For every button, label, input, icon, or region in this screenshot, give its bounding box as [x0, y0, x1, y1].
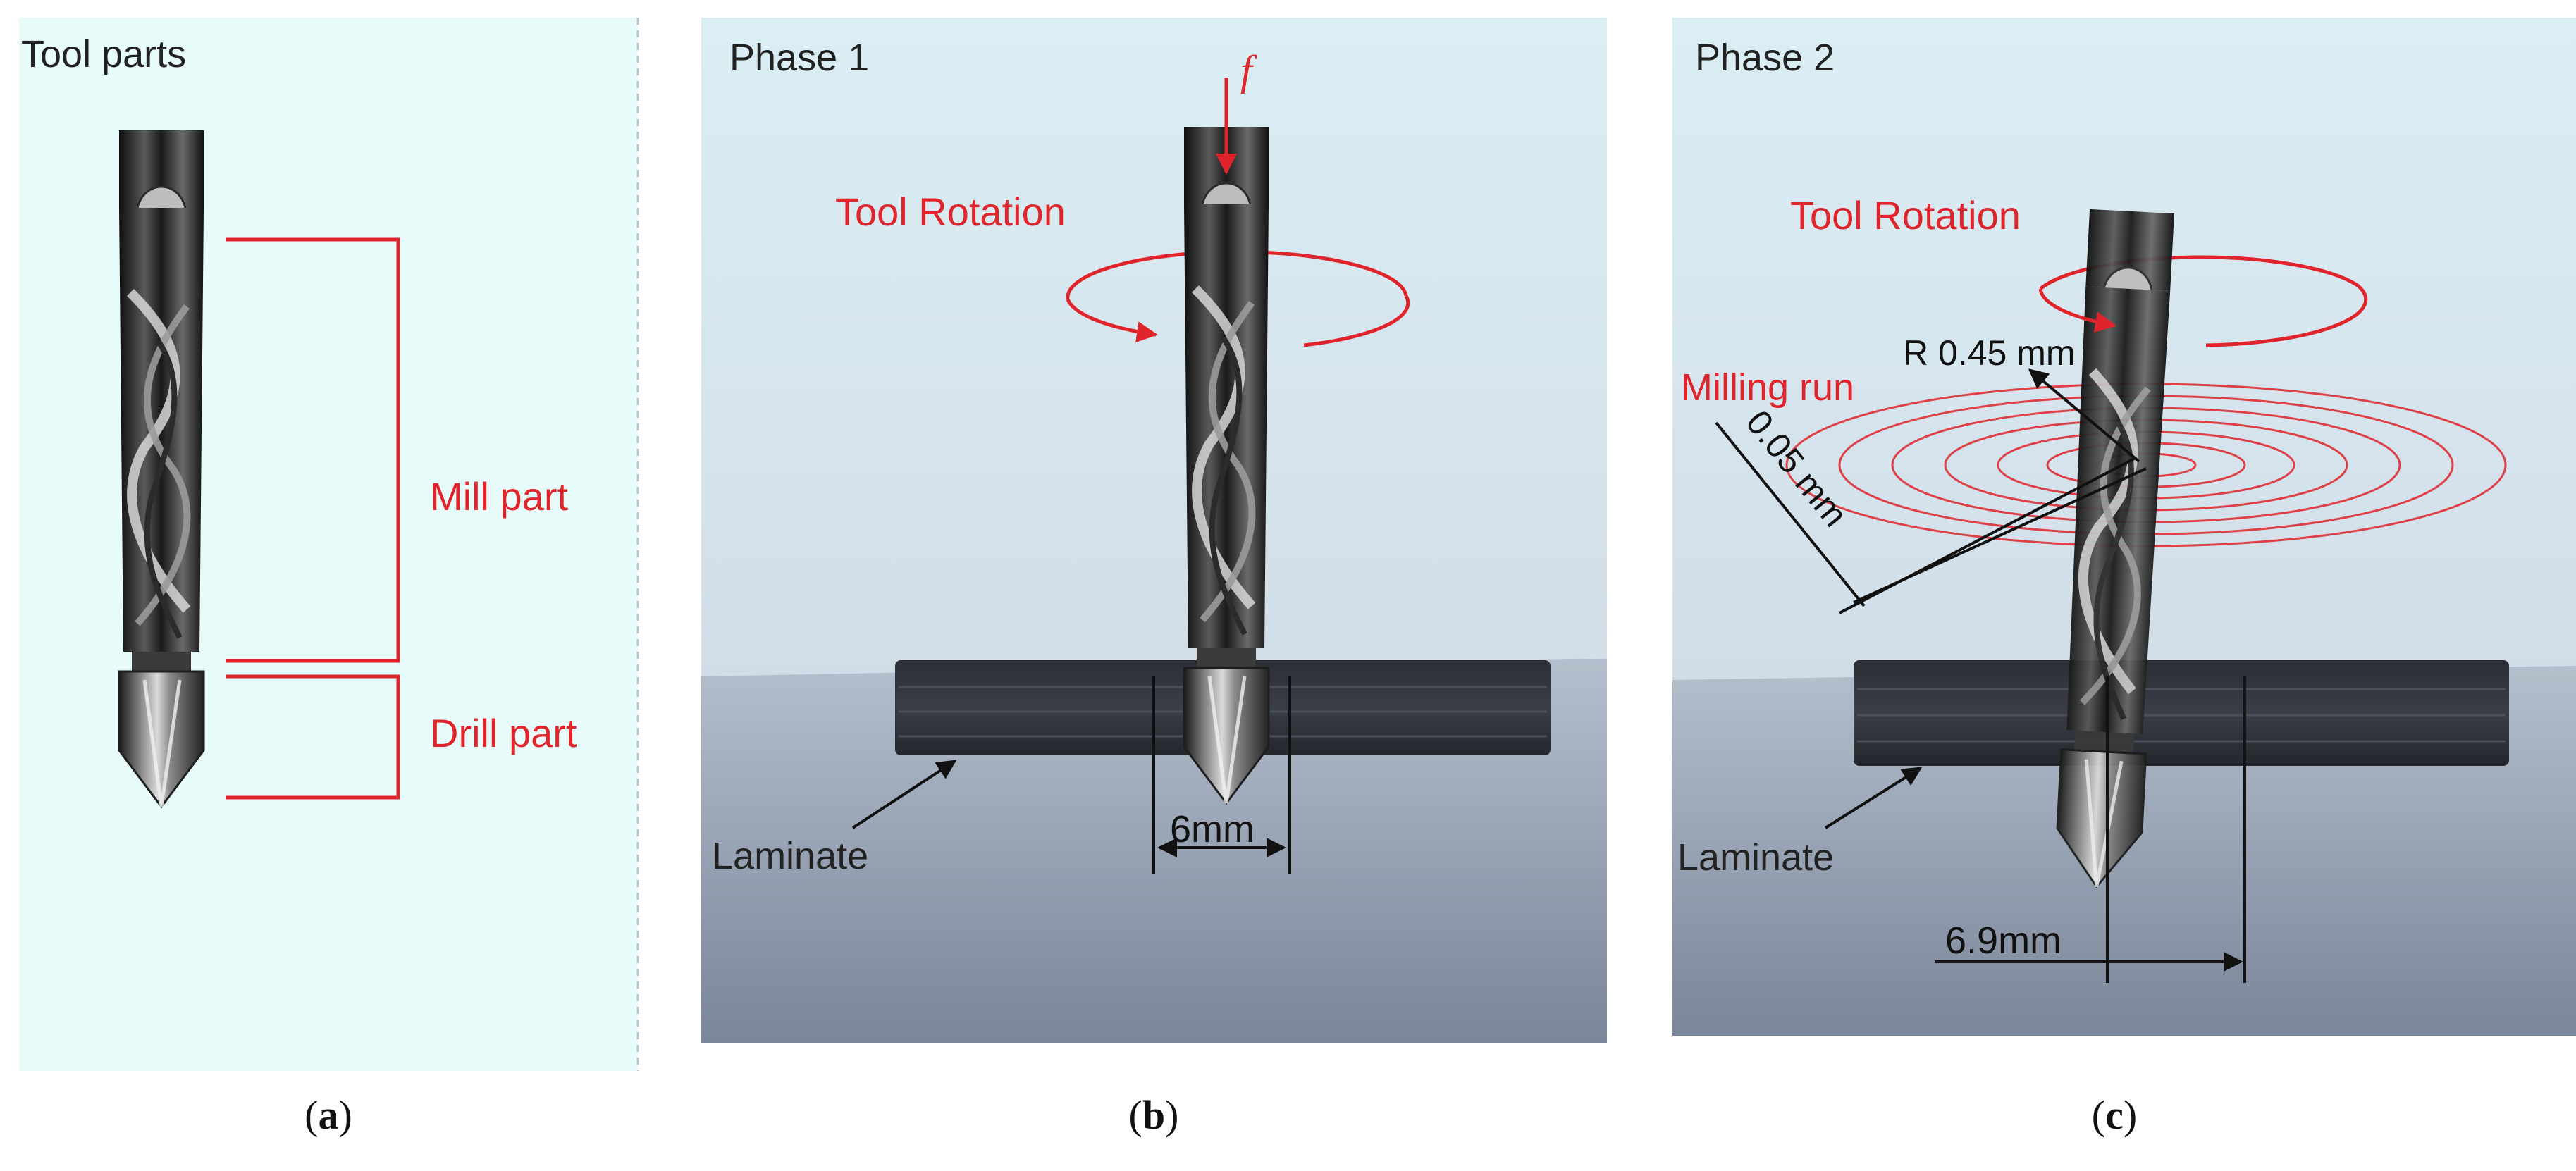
- laminate-block-c: [1854, 660, 2509, 766]
- dimension-label-b: 6mm: [1170, 808, 1255, 850]
- panel-b-caption: (b): [1129, 1092, 1179, 1138]
- panel-c-title: Phase 2: [1695, 37, 1835, 79]
- laminate-arrow-c: [1824, 767, 1923, 829]
- rotation-arrow-c: [2038, 288, 2116, 333]
- panel-b: Phase 1 Tool Rotation f Laminate 6mm (b): [701, 18, 1607, 1138]
- rotation-ellipse-b-front: [1303, 295, 1410, 347]
- rotation-arrow-b: [1066, 298, 1158, 342]
- laminate-label-b: Laminate: [712, 835, 868, 877]
- radius-label: R 0.45 mm: [1903, 333, 2076, 373]
- dimension-label-c: 6.9mm: [1945, 919, 2062, 962]
- panel-a-caption: (a): [304, 1092, 352, 1138]
- drill-tool-b: [1181, 127, 1271, 803]
- panel-c: Phase 2 Tool Rotation R 0.45 mm Mill: [1672, 18, 2576, 1138]
- tool-rotation-label-c: Tool Rotation: [1790, 193, 2021, 237]
- panel-a-background: [19, 18, 638, 1071]
- panel-a-title: Tool parts: [21, 33, 186, 75]
- drill-part-bracket: [226, 674, 400, 800]
- drill-part-label: Drill part: [430, 711, 577, 755]
- panel-b-title: Phase 1: [729, 37, 869, 79]
- panel-a: Tool parts Mill part Drill part (a): [19, 18, 639, 1138]
- radius-arrow: [2028, 368, 2140, 463]
- panel-c-caption: (c): [2092, 1092, 2137, 1138]
- drill-tool-image: [116, 130, 207, 807]
- mill-part-label: Mill part: [430, 474, 568, 519]
- mill-part-bracket: [226, 237, 400, 663]
- milling-run-label: Milling run: [1681, 366, 1854, 409]
- tool-rotation-label-b: Tool Rotation: [835, 190, 1066, 234]
- laminate-label-c: Laminate: [1677, 836, 1834, 879]
- laminate-arrow-b: [851, 760, 957, 829]
